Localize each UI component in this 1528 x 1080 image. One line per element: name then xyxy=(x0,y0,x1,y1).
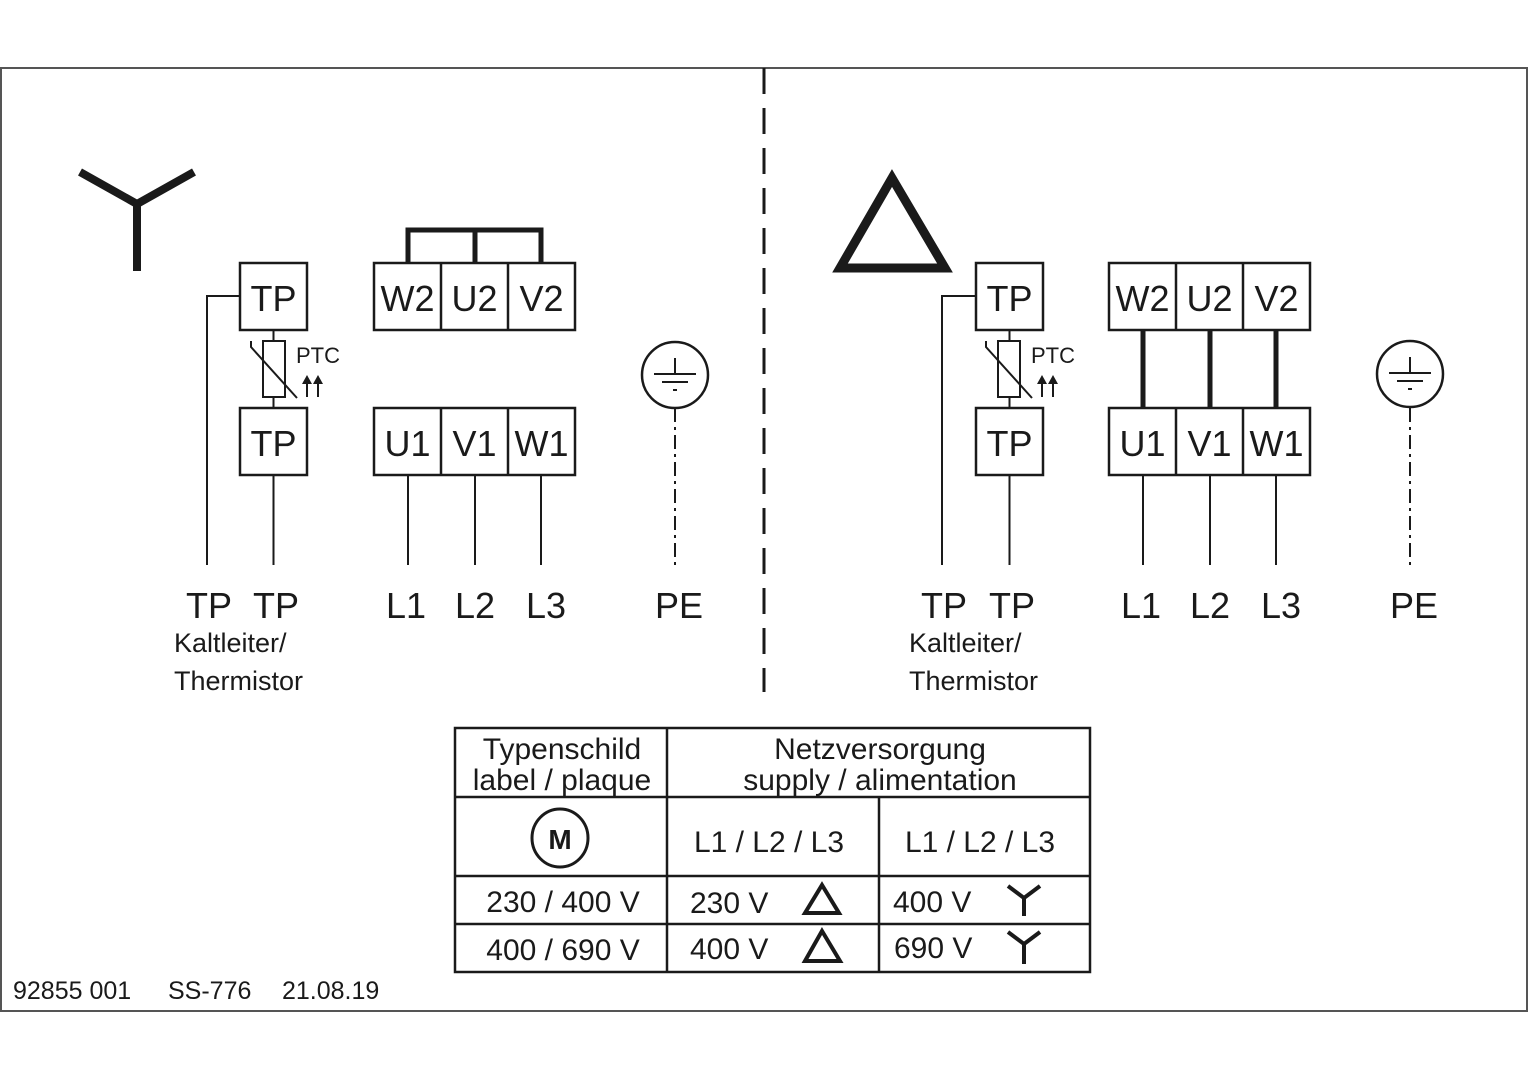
table-header-typenschild: Typenschild xyxy=(483,733,641,766)
row-delta-voltage: 400 V xyxy=(690,933,768,966)
tp-terminal-top-label: TP xyxy=(250,278,296,319)
arrows-up-icon xyxy=(1037,375,1058,397)
label-tp2: TP xyxy=(989,585,1035,626)
terminal-u2: U2 xyxy=(451,278,497,319)
ptc-resistor-icon xyxy=(250,340,298,399)
ptc-label: PTC xyxy=(1031,343,1075,368)
caption-line2: Thermistor xyxy=(909,666,1038,696)
arrows-up-icon xyxy=(302,375,323,397)
terminal-row-top: W2 U2 V2 xyxy=(372,261,577,332)
label-l3: L3 xyxy=(1261,585,1301,626)
doc-date: 21.08.19 xyxy=(282,977,379,1005)
row-label: 230 / 400 V xyxy=(486,886,639,919)
delta-panel: TP PTC TP xyxy=(832,169,1445,696)
table-header-netzversorgung: Netzversorgung xyxy=(774,733,986,766)
motor-icon: M xyxy=(530,807,590,869)
table-header-supply: supply / alimentation xyxy=(743,764,1017,797)
caption-line1: Kaltleiter/ xyxy=(909,628,1022,658)
row-label: 400 / 690 V xyxy=(486,934,639,967)
svg-text:M: M xyxy=(548,824,571,855)
terminal-w2: W2 xyxy=(381,278,435,319)
terminal-row-bottom: U1 V1 W1 xyxy=(1107,406,1312,565)
delta-icon xyxy=(832,169,953,273)
terminal-v2: V2 xyxy=(1254,278,1298,319)
terminal-u2: U2 xyxy=(1186,278,1232,319)
terminal-u1: U1 xyxy=(384,423,430,464)
label-l1: L1 xyxy=(386,585,426,626)
label-tp2: TP xyxy=(253,585,299,626)
row-star-voltage: 690 V xyxy=(894,932,972,965)
terminal-v1: V1 xyxy=(452,423,496,464)
tp-terminal-bottom-label: TP xyxy=(250,423,296,464)
terminal-w1: W1 xyxy=(1250,423,1304,464)
row-delta-voltage: 230 V xyxy=(690,887,768,920)
tp-terminal-bottom-label: TP xyxy=(986,423,1032,464)
col-star-header: L1 / L2 / L3 xyxy=(905,826,1055,859)
ground-icon xyxy=(640,340,710,410)
star-icon xyxy=(78,168,196,271)
caption-line2: Thermistor xyxy=(174,666,303,696)
terminal-w1: W1 xyxy=(515,423,569,464)
tp-terminal-bottom xyxy=(238,406,309,477)
delta-icon xyxy=(801,927,844,963)
thermistor-block: TP PTC TP xyxy=(941,261,1075,565)
table-row: 230 / 400 V 230 V 400 V xyxy=(486,881,1042,920)
star-panel: TP PTC TP W2 xyxy=(78,168,710,696)
ground-icon xyxy=(1375,339,1445,409)
table-row: 400 / 690 V 400 V 690 V xyxy=(486,927,1042,967)
voltage-table: Typenschild label / plaque Netzversorgun… xyxy=(453,726,1092,974)
tp-terminal-top-label: TP xyxy=(986,278,1032,319)
star-icon xyxy=(1006,930,1042,964)
label-pe: PE xyxy=(1390,585,1438,626)
doc-ref: SS-776 xyxy=(168,977,251,1005)
table-header-label: label / plaque xyxy=(473,764,651,797)
terminal-u1: U1 xyxy=(1119,423,1165,464)
col-delta-header: L1 / L2 / L3 xyxy=(694,826,844,859)
row-star-voltage: 400 V xyxy=(893,886,971,919)
caption-line1: Kaltleiter/ xyxy=(174,628,287,658)
terminal-row-bottom: U1 V1 W1 xyxy=(372,406,577,565)
terminal-v1: V1 xyxy=(1187,423,1231,464)
terminal-row-top: W2 U2 V2 xyxy=(1107,261,1312,332)
ptc-resistor-icon xyxy=(985,340,1033,399)
terminal-v2: V2 xyxy=(519,278,563,319)
label-pe: PE xyxy=(655,585,703,626)
label-l1: L1 xyxy=(1121,585,1161,626)
tp-terminal-top xyxy=(238,261,309,332)
label-tp1: TP xyxy=(921,585,967,626)
delta-icon xyxy=(801,881,843,915)
footer: 92855 001 SS-776 21.08.19 xyxy=(13,977,379,1005)
label-l2: L2 xyxy=(1190,585,1230,626)
star-icon xyxy=(1006,884,1042,916)
ptc-label: PTC xyxy=(296,343,340,368)
delta-bridges xyxy=(1140,330,1279,408)
doc-number: 92855 001 xyxy=(13,977,131,1005)
label-l3: L3 xyxy=(526,585,566,626)
label-tp1: TP xyxy=(186,585,232,626)
label-l2: L2 xyxy=(455,585,495,626)
thermistor-block: TP PTC TP xyxy=(206,261,340,565)
terminal-w2: W2 xyxy=(1116,278,1170,319)
